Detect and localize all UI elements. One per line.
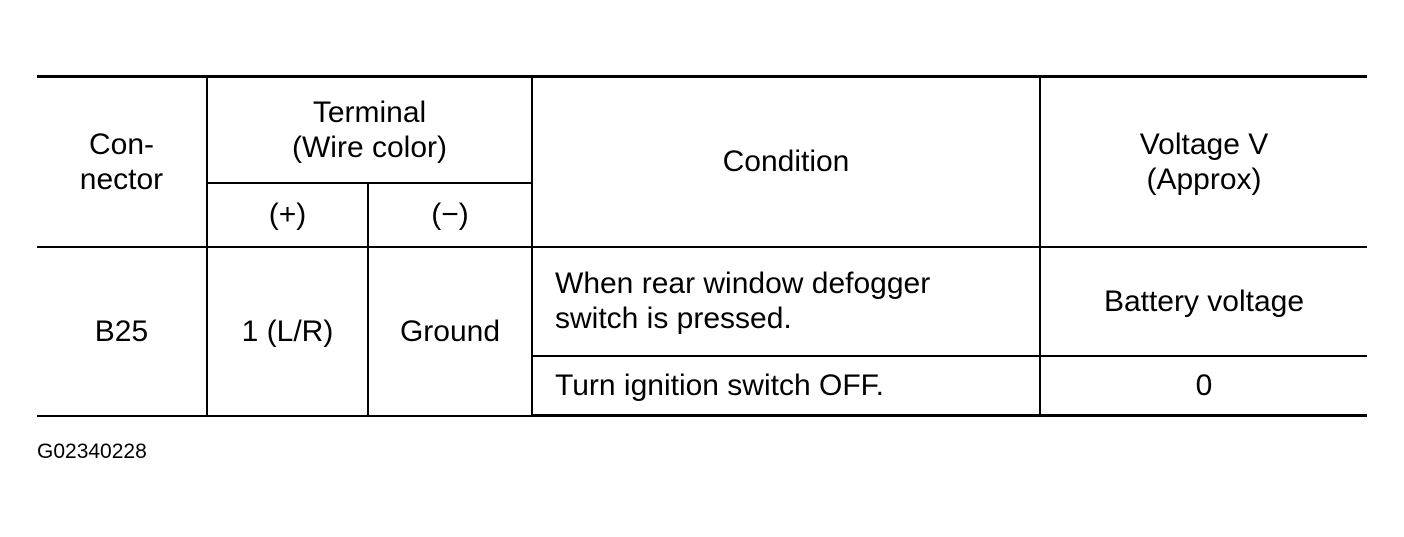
- voltage-spec-table: Con- nector Terminal (Wire color) Condit…: [37, 75, 1367, 417]
- condition-cell: When rear window defogger switch is pres…: [531, 245, 1041, 357]
- terminal-plus-cell: 1 (L/R): [206, 245, 369, 417]
- figure-id-label: G02340228: [37, 440, 147, 463]
- terminal-minus-cell: Ground: [367, 245, 533, 417]
- table-row: B25 1 (L/R) Ground When rear window defo…: [37, 245, 1367, 417]
- table-row: Turn ignition switch OFF. 0: [37, 354, 1367, 417]
- voltage-cell: Battery voltage: [1039, 245, 1367, 357]
- voltage-cell: 0: [1039, 354, 1367, 417]
- header-condition: Condition: [531, 75, 1041, 248]
- header-terminal: Terminal (Wire color): [206, 75, 533, 184]
- header-voltage: Voltage V (Approx): [1039, 75, 1367, 248]
- header-row-bottom: (+) (−): [37, 181, 1367, 248]
- header-connector: Con- nector: [37, 75, 208, 248]
- condition-cell: Turn ignition switch OFF.: [531, 354, 1041, 417]
- header-row-top: Con- nector Terminal (Wire color) Condit…: [37, 75, 1367, 248]
- connector-cell: B25: [37, 245, 208, 417]
- header-terminal-minus: (−): [367, 181, 533, 248]
- header-terminal-plus: (+): [206, 181, 369, 248]
